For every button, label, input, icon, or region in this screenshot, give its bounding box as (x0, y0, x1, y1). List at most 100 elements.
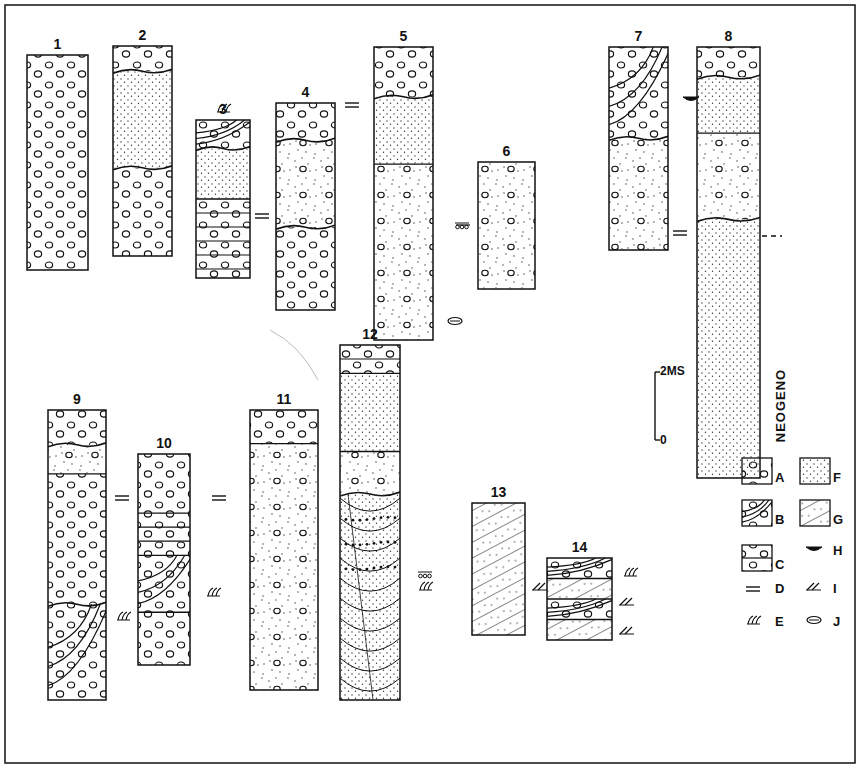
column-number: 4 (266, 84, 345, 100)
column-outline (276, 103, 335, 310)
section-column: 14 (547, 558, 612, 640)
legend-sample-outline (742, 458, 772, 484)
cross-bed-arc (340, 678, 400, 691)
pebble-dot (373, 567, 376, 570)
strata-fill (697, 219, 760, 478)
column-strata (48, 410, 106, 700)
symbol-d (115, 495, 129, 496)
column-strata (374, 47, 433, 340)
symbol-d (115, 499, 129, 500)
cross-bed-arc (547, 558, 596, 567)
column-number: 11 (240, 391, 328, 407)
legend-letter: D (775, 581, 784, 596)
symbol-i (625, 627, 632, 634)
pebble-dot (366, 568, 369, 571)
cross-bed-arc (340, 638, 400, 651)
section-column: 12 (340, 345, 400, 700)
strata-fill (697, 133, 760, 219)
pebble-dot (345, 543, 348, 546)
cross-bed-arc (742, 500, 772, 522)
symbol-d (746, 590, 760, 591)
strata-fill (340, 494, 400, 700)
scale-label: 2MS (660, 364, 685, 378)
bed-line (196, 240, 250, 241)
cross-bed-arc (340, 658, 400, 671)
cross-bed-arc (547, 599, 606, 612)
legend-sample (742, 500, 772, 526)
strata-fill (196, 148, 250, 199)
column-number: 5 (364, 28, 443, 44)
pebble-dot (345, 518, 348, 521)
strata-fill (609, 47, 668, 138)
cross-bed-arc (609, 47, 662, 106)
frame (5, 5, 855, 763)
symbol-i (806, 590, 821, 591)
symbol-i (538, 583, 545, 590)
symbol-d (345, 102, 359, 103)
column-strata (340, 345, 400, 700)
symbol-i (625, 598, 632, 605)
symbol-e (633, 568, 638, 576)
section-column: 10 (138, 454, 190, 665)
strata-fill (276, 103, 335, 140)
symbol-d (255, 217, 269, 218)
symbol-d (345, 106, 359, 107)
legend-letter: E (775, 614, 784, 629)
strata-fill (374, 47, 433, 97)
legend-letter: B (775, 512, 784, 527)
column-outline (196, 120, 250, 278)
strata-fill (547, 620, 612, 641)
legend-sample (800, 500, 830, 526)
strata-fill (742, 500, 772, 526)
column-outline (250, 410, 318, 690)
column-number: 10 (128, 435, 200, 451)
symbol-e (216, 588, 221, 596)
column-strata (276, 103, 335, 310)
pebble-dot (380, 516, 383, 519)
section-column: 2 (113, 46, 172, 256)
bed-line (340, 358, 400, 359)
section-column: 9 (48, 410, 106, 700)
column-outline (138, 454, 190, 665)
scale-tick (655, 439, 660, 440)
column-outline (340, 345, 400, 700)
pebble-dot (373, 542, 376, 545)
symbol-pebbles (460, 225, 464, 229)
pebble-dot (387, 565, 390, 568)
strata-fill (547, 579, 612, 600)
cross-bed-arc (340, 558, 400, 571)
column-outline (609, 47, 668, 250)
symbol-j (450, 321, 460, 322)
cross-bed-arc (48, 604, 100, 666)
pebble-dot (380, 566, 383, 569)
column-outline (374, 47, 433, 340)
strata-fill (374, 164, 433, 340)
bed-line (138, 540, 190, 541)
cross-bed-arc (48, 604, 106, 685)
strata-fill (27, 55, 88, 270)
column-outline (472, 503, 525, 635)
column-strata (478, 162, 535, 289)
legend-letter: F (833, 470, 841, 485)
strata-fill (547, 599, 612, 620)
strata-fill (48, 410, 106, 445)
cross-bed-arc (742, 500, 769, 517)
fault-line (348, 494, 373, 700)
column-strata (250, 410, 318, 690)
symbol-d (673, 234, 687, 235)
pebble-dot (380, 541, 383, 544)
period-label: NEOGENO (773, 368, 788, 441)
strata-fill (138, 555, 190, 612)
legend-sample (742, 545, 772, 571)
strata-fill (276, 227, 335, 310)
symbol-e (126, 612, 131, 620)
scale-label: 0 (660, 433, 667, 447)
symbol-d (212, 495, 226, 496)
pebble-dot (352, 519, 355, 522)
symbol-d (673, 230, 687, 231)
section-column: 3 (196, 120, 250, 278)
pebble-dot (373, 517, 376, 520)
strata-fill (340, 452, 400, 495)
column-number: 6 (468, 143, 545, 159)
legend-letter: I (833, 581, 837, 596)
